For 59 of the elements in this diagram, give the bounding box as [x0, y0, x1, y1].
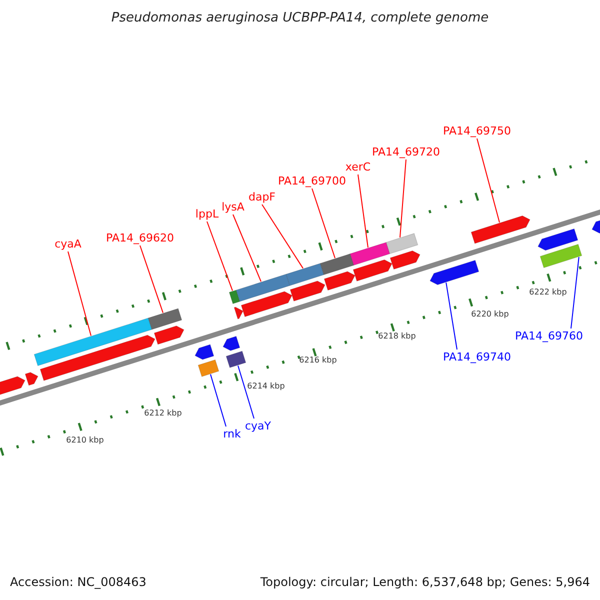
footer-text: Topology: circular; Length: 6,537,648 bp; Genes: 5,964 — [260, 575, 590, 589]
gene-feature — [538, 228, 578, 251]
leader-line — [262, 204, 304, 269]
gene-label: lppL — [195, 208, 219, 220]
gene-label: lysA — [222, 200, 244, 214]
gene-feature — [240, 291, 292, 318]
leader-line — [140, 245, 164, 314]
gene-label: PA14_69720 — [372, 146, 440, 158]
gene-label: PA14_69750 — [443, 124, 511, 138]
scale-label: 6218 kbp — [378, 332, 416, 340]
gene-label: xerC — [345, 160, 371, 174]
gene-label: PA14_69760 — [515, 330, 583, 342]
gene-feature — [24, 372, 38, 386]
gene-bar — [320, 253, 354, 276]
gene-bar — [540, 244, 582, 268]
gene-feature — [390, 250, 420, 270]
scale-label: 6212 kbp — [144, 408, 182, 418]
scale-label: 6216 kbp — [299, 356, 337, 364]
gene-label: cyaA — [54, 238, 82, 250]
leader-line — [400, 159, 406, 238]
gene-label: PA14_69700 — [278, 174, 346, 188]
leader-line — [210, 374, 226, 427]
gene-feature — [0, 376, 26, 398]
gene-feature — [222, 336, 240, 351]
gene-feature — [430, 260, 480, 286]
gene-bar — [236, 274, 290, 302]
gene-feature — [470, 215, 530, 244]
scale-label: 6220 kbp — [471, 310, 509, 318]
scale-label: 6214 kbp — [247, 382, 285, 390]
gene-feature — [324, 271, 356, 291]
leader-line — [238, 365, 254, 419]
gene-feature — [290, 280, 326, 302]
scale-label: 6222 kbp — [529, 288, 567, 296]
gene-bar — [350, 242, 390, 266]
leader-line — [358, 174, 368, 248]
gene-label: cyaY — [244, 420, 272, 432]
footer-text: Accession: NC_008463 — [10, 575, 146, 589]
gene-label: rnk — [223, 428, 241, 440]
gene-bar — [148, 308, 182, 330]
leader-line — [446, 282, 458, 350]
gene-feature — [40, 334, 156, 382]
gene-feature — [194, 344, 214, 360]
gene-feature — [352, 259, 392, 282]
gene-bar — [198, 359, 220, 377]
gene-feature — [234, 306, 244, 320]
gene-feature — [154, 326, 184, 345]
gene-bar — [286, 262, 324, 286]
gene-bar — [226, 350, 246, 368]
gene-label: dapF — [248, 190, 276, 204]
gene-label: PA14_69620 — [106, 232, 174, 244]
leader-line — [68, 251, 92, 336]
map-title: Pseudomonas aeruginosa UCBPP-PA14, complete genome — [111, 10, 489, 26]
leader-line — [206, 221, 233, 292]
scale-label: 6210 kbp — [66, 436, 104, 444]
leader-line — [476, 138, 500, 223]
gene-label: PA14_69740 — [443, 350, 511, 364]
gene-bar — [386, 233, 418, 254]
gene-bar — [34, 318, 152, 366]
leader-line — [570, 256, 580, 329]
